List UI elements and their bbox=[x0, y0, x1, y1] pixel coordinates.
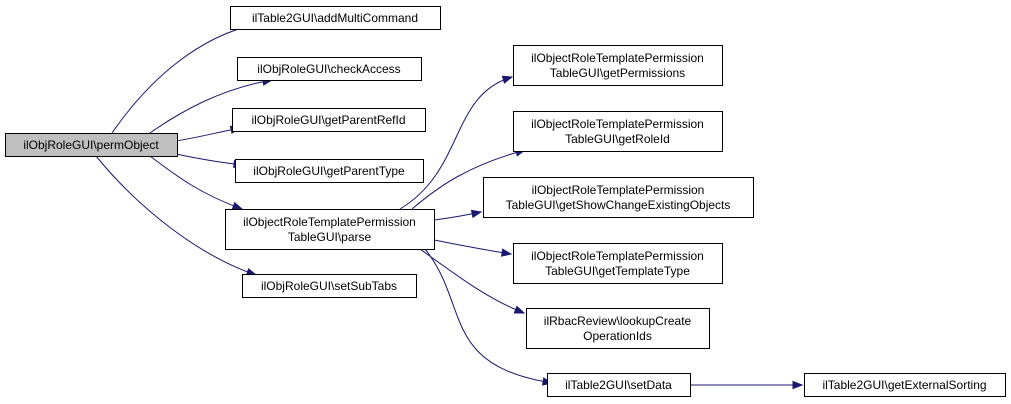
node-box bbox=[232, 108, 426, 132]
node-label: ilObjRoleGUI\permObject bbox=[23, 138, 159, 152]
edge-line bbox=[149, 79, 273, 134]
arrowhead bbox=[501, 248, 513, 257]
node-box bbox=[483, 177, 754, 218]
edge-n5-n9 bbox=[433, 209, 483, 221]
node-getexternalsorting[interactable]: ilTable2GUI\getExternalSorting bbox=[804, 373, 1006, 397]
arrowhead bbox=[501, 75, 514, 84]
node-permobject[interactable]: ilObjRoleGUI\permObject bbox=[5, 133, 178, 157]
node-getparentrefid[interactable]: ilObjRoleGUI\getParentRefId bbox=[232, 108, 426, 132]
node-label: ilTable2GUI\setData bbox=[565, 378, 672, 392]
node-label: ilObjRoleGUI\getParentType bbox=[253, 164, 405, 178]
edge-line bbox=[149, 155, 243, 210]
node-box bbox=[547, 373, 691, 397]
edge-line bbox=[433, 239, 512, 255]
node-gettemplatetype[interactable]: ilObjectRoleTemplatePermissionTableGUI\g… bbox=[513, 243, 723, 284]
node-box bbox=[225, 209, 435, 250]
node-label: TableGUI\parse bbox=[288, 230, 372, 244]
arrowhead bbox=[513, 305, 526, 314]
node-label: ilObjectRoleTemplatePermission bbox=[531, 117, 704, 131]
nodes-layer: ilObjRoleGUI\permObject ilTable2GUI\addMu… bbox=[5, 6, 1006, 397]
edge-n0-n3 bbox=[175, 125, 242, 142]
edge-n5-n11 bbox=[419, 248, 526, 314]
edge-n0-n4 bbox=[175, 153, 245, 169]
node-getshowchangeexistingobjects[interactable]: ilObjectRoleTemplatePermissionTableGUI\g… bbox=[483, 177, 754, 218]
node-box bbox=[237, 57, 422, 81]
node-setdata[interactable]: ilTable2GUI\setData bbox=[547, 373, 691, 397]
edge-line bbox=[411, 149, 526, 210]
arrowhead bbox=[231, 201, 244, 210]
node-getroleid[interactable]: ilObjectRoleTemplatePermissionTableGUI\g… bbox=[513, 111, 723, 152]
edge-n5-n10 bbox=[433, 239, 513, 257]
node-checkaccess[interactable]: ilObjRoleGUI\checkAccess bbox=[237, 57, 422, 81]
node-box bbox=[513, 111, 723, 152]
node-label: OperationIds bbox=[583, 329, 652, 343]
edge-line bbox=[95, 155, 257, 276]
edge-line bbox=[424, 248, 553, 384]
node-label: ilTable2GUI\getExternalSorting bbox=[822, 378, 986, 392]
node-label: ilObjectRoleTemplatePermission bbox=[531, 249, 704, 263]
node-getpermissions[interactable]: ilObjectRoleTemplatePermissionTableGUI\g… bbox=[513, 45, 723, 86]
node-label: ilObjectRoleTemplatePermission bbox=[531, 51, 704, 65]
node-label: ilObjRoleGUI\checkAccess bbox=[257, 62, 400, 76]
edge-line bbox=[419, 248, 525, 314]
node-setsubtabs[interactable]: ilObjRoleGUI\setSubTabs bbox=[242, 274, 417, 298]
node-box bbox=[230, 6, 441, 30]
arrowhead bbox=[470, 209, 483, 219]
node-label: TableGUI\getPermissions bbox=[550, 66, 685, 80]
node-box bbox=[242, 274, 417, 298]
node-box bbox=[235, 159, 424, 183]
node-box bbox=[804, 373, 1006, 397]
node-label: ilObjRoleGUI\setSubTabs bbox=[261, 279, 397, 293]
node-label: TableGUI\getRoleId bbox=[565, 132, 670, 146]
edge-line bbox=[399, 76, 513, 210]
node-label: ilObjectRoleTemplatePermission bbox=[243, 215, 416, 229]
node-label: ilTable2GUI\addMultiCommand bbox=[252, 11, 418, 25]
arrowhead bbox=[792, 380, 804, 390]
node-parse[interactable]: ilObjectRoleTemplatePermissionTableGUI\p… bbox=[225, 209, 435, 250]
node-label: ilRbacReview\lookupCreate bbox=[544, 314, 692, 328]
node-label: ilObjectRoleTemplatePermission bbox=[532, 183, 705, 197]
node-addmulticommand[interactable]: ilTable2GUI\addMultiCommand bbox=[230, 6, 441, 30]
node-box bbox=[513, 45, 723, 86]
node-getparenttype[interactable]: ilObjRoleGUI\getParentType bbox=[235, 159, 424, 183]
node-label: TableGUI\getTemplateType bbox=[545, 264, 690, 278]
edge-n5-n7 bbox=[399, 75, 514, 210]
node-box bbox=[526, 308, 710, 349]
edge-line bbox=[175, 153, 244, 166]
node-box bbox=[513, 243, 723, 284]
edge-line bbox=[175, 127, 241, 142]
node-label: ilObjRoleGUI\getParentRefId bbox=[251, 113, 405, 127]
edge-n0-n5 bbox=[149, 155, 244, 210]
edge-n12-n13 bbox=[690, 380, 804, 390]
node-label: TableGUI\getShowChangeExistingObjects bbox=[506, 198, 731, 212]
node-box bbox=[5, 133, 178, 157]
